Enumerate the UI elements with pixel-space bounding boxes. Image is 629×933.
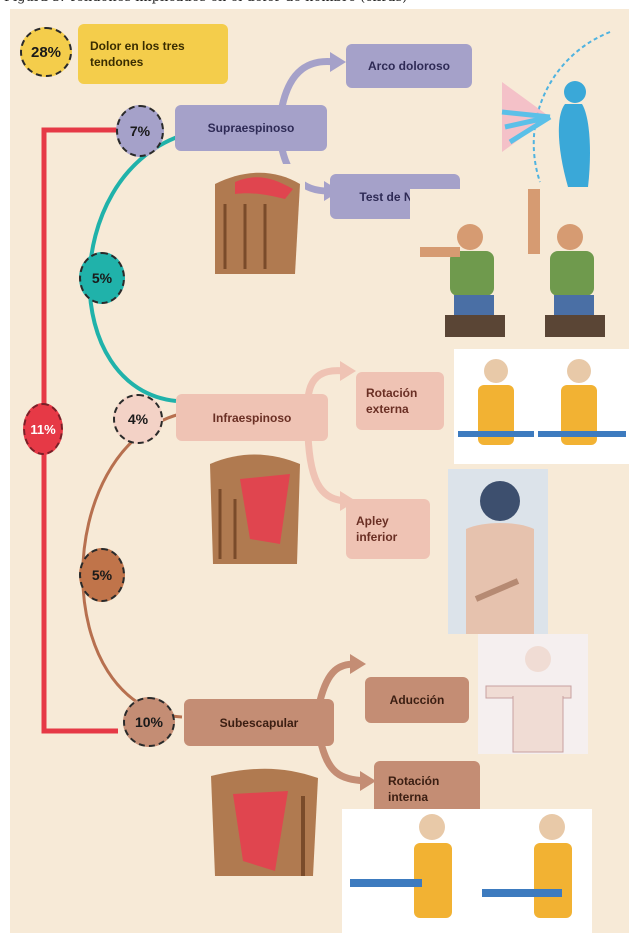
arrow-head-aduccion [350, 654, 366, 674]
shoulder-anatomy-infraspinatus-icon [205, 449, 305, 569]
shoulder-anatomy-supraspinatus-icon [205, 164, 305, 279]
label-line-1: Dolor en los tres [90, 38, 185, 54]
test-label-line-1: Rotación [388, 773, 439, 789]
figure-caption: Figura 3. Tendones implicados en el dolo… [4, 0, 624, 8]
test-label: Arco doloroso [368, 58, 450, 74]
internal-rotation-figure-icon [342, 809, 592, 933]
percent-text: 5% [92, 270, 112, 286]
tendon-supraespinoso: Supraespinoso [175, 105, 327, 151]
apley-test-figure-icon [448, 469, 548, 634]
test-label-line-2: interna [388, 789, 439, 805]
arrow-head-arco [330, 52, 346, 72]
percent-text: 28% [31, 44, 61, 61]
percent-text: 4% [128, 411, 148, 427]
tendon-label: Supraespinoso [208, 120, 295, 136]
percent-badge-teal: 5% [79, 252, 125, 304]
adduction-figure-icon [478, 634, 588, 754]
percent-badge-left: 11% [23, 403, 63, 455]
test-rotacion-externa: Rotación externa [356, 372, 444, 430]
percent-text: 10% [135, 714, 163, 730]
test-apley-inferior: Apley inferior [346, 499, 430, 559]
test-aduccion: Aducción [365, 677, 469, 723]
percent-badge-infraespinoso: 4% [113, 394, 163, 444]
three-tendons-pain-label: Dolor en los tres tendones [78, 24, 228, 84]
percent-badge-brown: 5% [79, 548, 125, 602]
tendon-label: Subescapular [220, 715, 299, 731]
diagram-panel: 28% Dolor en los tres tendones 11% 5% 5%… [10, 9, 629, 933]
test-label-line-1: Rotación [366, 385, 417, 401]
percent-text: 5% [92, 567, 112, 583]
tendon-infraespinoso: Infraespinoso [176, 394, 328, 441]
test-arco-doloroso: Arco doloroso [346, 44, 472, 88]
tendon-subescapular: Subescapular [184, 699, 334, 746]
tendon-label: Infraespinoso [213, 410, 292, 426]
test-label-line-2: inferior [356, 529, 397, 545]
test-label: Aducción [390, 692, 445, 708]
external-rotation-figure-icon [454, 349, 629, 464]
arc-painful-figure-icon [480, 22, 620, 192]
percent-badge-supraespinoso: 7% [116, 105, 164, 157]
percent-text: 7% [130, 123, 150, 139]
shoulder-anatomy-subscapularis-icon [203, 766, 323, 881]
test-label-line-2: externa [366, 401, 417, 417]
arrow-head-rotacion-externa [340, 361, 356, 381]
percent-badge-subescapular: 10% [123, 697, 175, 747]
neer-test-figure-icon [410, 189, 620, 341]
percent-badge-three-tendons: 28% [20, 27, 72, 77]
label-line-2: tendones [90, 54, 185, 70]
percent-text: 11% [30, 422, 55, 437]
test-label-line-1: Apley [356, 513, 397, 529]
